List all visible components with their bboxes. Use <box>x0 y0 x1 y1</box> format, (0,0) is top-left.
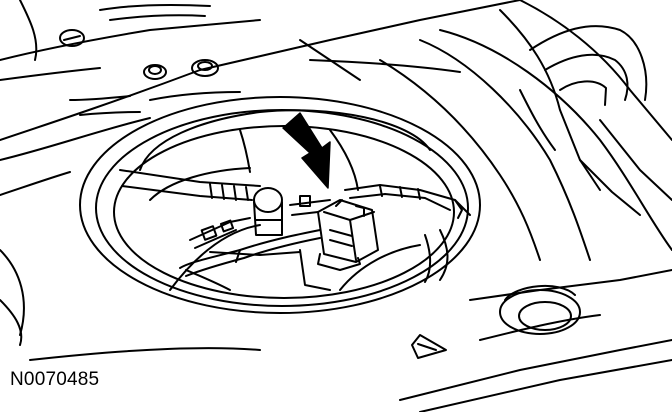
triangle-tab <box>411 334 447 359</box>
figure-id-label: N0070485 <box>10 369 100 390</box>
electrical-connector <box>317 199 379 271</box>
drain-plug <box>499 284 581 335</box>
pump-module-housing <box>189 184 471 291</box>
wheel-well-panel <box>379 0 672 261</box>
callout-arrow-icon <box>282 112 331 189</box>
tank-cavity <box>139 109 431 291</box>
wire-harness <box>179 229 321 291</box>
trunk-floor-bosses <box>59 4 219 80</box>
fuel-line <box>119 169 261 201</box>
